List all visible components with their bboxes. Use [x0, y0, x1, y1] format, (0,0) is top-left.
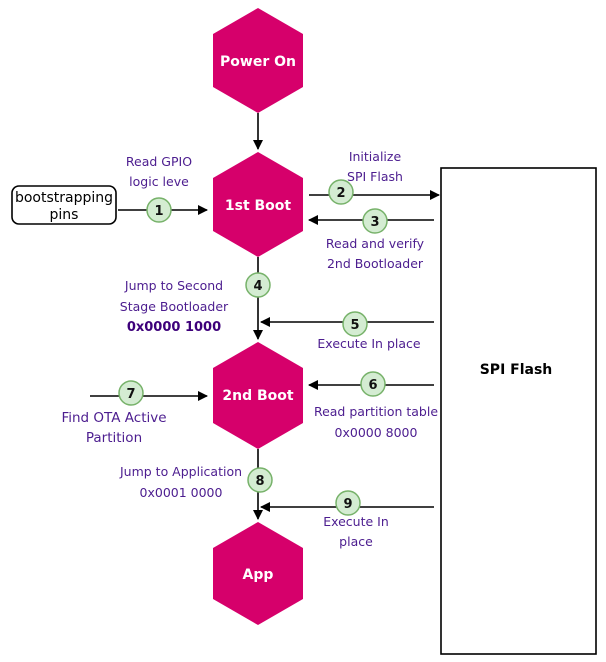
- step-2-number: 2: [336, 186, 345, 201]
- note-read-verify-line1: Read and verify: [326, 236, 425, 251]
- note-find-ota-line2: Partition: [86, 430, 142, 446]
- step-7-badge: 7: [118, 380, 144, 406]
- note-read-partition-line2: 0x0000 8000: [335, 425, 418, 440]
- note-jump-second-line2: Stage Bootloader: [120, 299, 229, 314]
- app-hexagon: [213, 522, 303, 625]
- bootstrapping-pins-box: [11, 185, 117, 225]
- step-5-number: 5: [350, 318, 359, 333]
- note-initialize-line1: Initialize: [349, 149, 402, 164]
- note-initialize-line2: SPI Flash: [347, 169, 403, 184]
- note-read-gpio-line2: logic leve: [129, 174, 189, 189]
- note-jump-second-line1: Jump to Second: [124, 278, 223, 293]
- note-find-ota-line1: Find OTA Active: [61, 410, 166, 426]
- second-boot-label: 2nd Boot: [222, 388, 294, 404]
- first-boot-label: 1st Boot: [225, 198, 292, 214]
- first-boot-hexagon: [213, 152, 303, 257]
- note-jump-app-line2: 0x0001 0000: [140, 485, 223, 500]
- note-execute-in-place-1: Execute In place: [317, 336, 420, 351]
- step-5-badge: 5: [342, 311, 368, 337]
- step-1-badge: 1: [146, 197, 172, 223]
- note-read-partition-line1: Read partition table: [314, 404, 438, 419]
- app-label: App: [243, 567, 274, 583]
- note-execute-in-place-2-line1: Execute In: [323, 514, 389, 529]
- step-2-badge: 2: [328, 179, 354, 205]
- bootstrapping-pins-line1: bootstrapping: [15, 190, 113, 206]
- step-6-badge: 6: [360, 371, 386, 397]
- step-3-number: 3: [370, 215, 379, 230]
- step-1-number: 1: [154, 204, 163, 219]
- power-on-hexagon: [213, 8, 303, 113]
- step-4-badge: 4: [245, 272, 271, 298]
- power-on-label: Power On: [220, 54, 296, 70]
- step-8-badge: 8: [247, 467, 273, 493]
- note-read-gpio-line1: Read GPIO: [126, 154, 192, 169]
- note-execute-in-place-2-line2: place: [339, 534, 373, 549]
- step-4-number: 4: [253, 279, 262, 294]
- step-9-badge: 9: [335, 490, 361, 516]
- bootstrapping-pins-line2: pins: [50, 207, 79, 223]
- step-9-number: 9: [343, 497, 352, 512]
- step-3-badge: 3: [362, 208, 388, 234]
- spi-flash-label: SPI Flash: [480, 362, 553, 378]
- note-jump-second-address: 0x0000 1000: [127, 320, 221, 335]
- step-6-number: 6: [368, 378, 377, 393]
- step-7-number: 7: [126, 387, 135, 402]
- second-boot-hexagon: [213, 342, 303, 449]
- note-jump-app-line1: Jump to Application: [119, 464, 242, 479]
- spi-flash-box: [440, 167, 597, 655]
- step-8-number: 8: [255, 474, 264, 489]
- note-read-verify-line2: 2nd Bootloader: [327, 256, 424, 271]
